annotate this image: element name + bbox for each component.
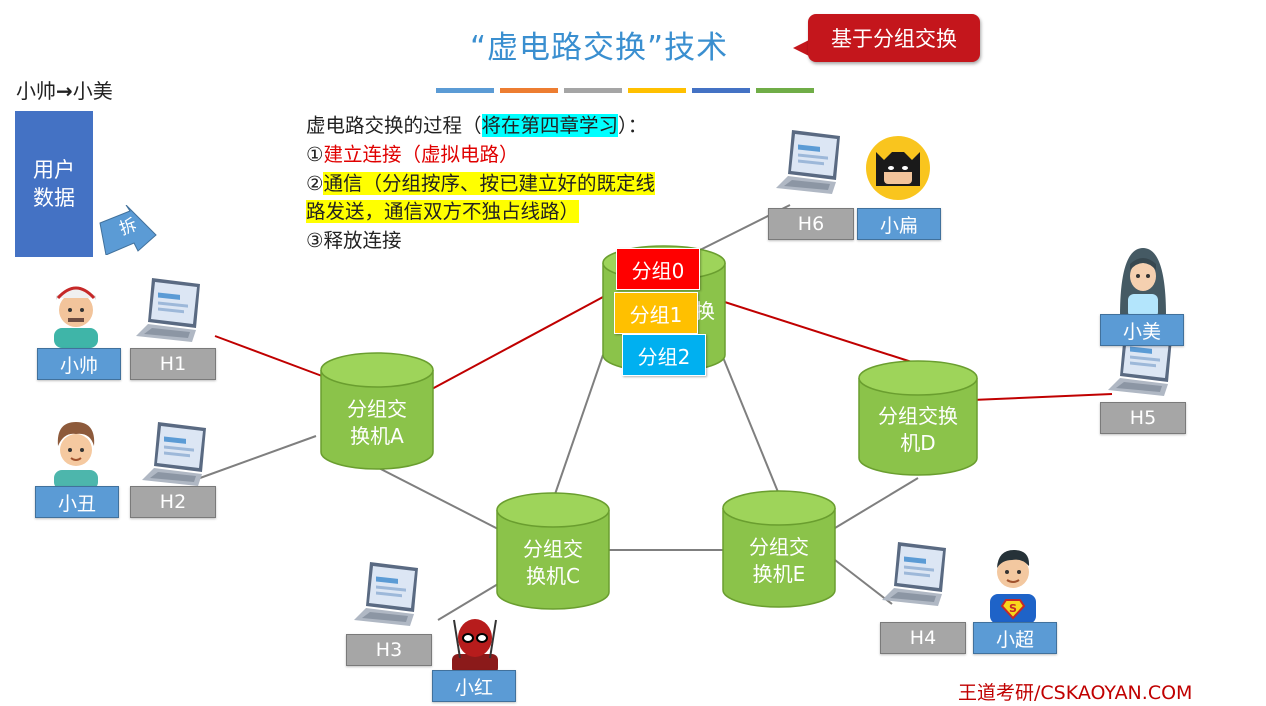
packet-2: 分组2 [622, 334, 706, 376]
user-label-xiaochao: 小超 [973, 622, 1057, 654]
h6-laptop-icon [776, 130, 840, 194]
link-switch-e-h4 [834, 559, 893, 605]
user-data-line2: 数据 [33, 186, 75, 210]
process-step-3: ③释放连接 [306, 229, 402, 252]
switch-e-label-line2: 换机E [752, 562, 806, 586]
link-switch-b-switch-e [719, 349, 779, 493]
callout-pointer [793, 40, 809, 56]
callout-packet-switching: 基于分组交换 [808, 14, 980, 62]
link-h1-switch-a [214, 335, 323, 377]
h2-laptop-icon [142, 422, 206, 486]
step1-number: ① [306, 143, 324, 166]
process-intro-end: ）： [618, 114, 648, 137]
color-bar-segment [756, 88, 814, 93]
step2-text-line1: 通信（分组按序、按已建立好的既定线 [323, 172, 655, 195]
process-intro-text: 虚电路交换的过程（ [306, 114, 482, 137]
process-step-2-line2: 路发送，通信双方不独占线路） [306, 198, 580, 226]
switch-a-label-line1: 分组交 [347, 397, 407, 421]
sender-name: 小帅 [16, 79, 56, 103]
xiaohong-avatar-icon [452, 619, 498, 674]
h1-laptop-icon [136, 278, 200, 342]
host-label-h5: H5 [1100, 402, 1186, 434]
xiaobian-avatar-icon [866, 136, 930, 200]
host-label-h4: H4 [880, 622, 966, 654]
split-label: 拆 [117, 215, 140, 240]
link-switch-b-switch-c [552, 354, 604, 501]
process-step-1: ①建立连接（虚拟电路） [306, 141, 519, 169]
step1-text: 建立连接（虚拟电路） [323, 143, 519, 166]
switch-a-label: 分组交 换机A [320, 396, 434, 450]
switch-b-label: 换 [695, 299, 715, 323]
link-switch-a-switch-c [374, 465, 501, 531]
user-label-xiaochou: 小丑 [35, 486, 119, 518]
user-data-block: 用户 数据 [15, 111, 93, 257]
receiver-name: 小美 [72, 79, 113, 103]
user-label-xiaobian: 小扁 [857, 208, 941, 240]
user-data-line1: 用户 [33, 158, 75, 182]
h4-laptop-icon [882, 542, 946, 606]
switch-d-label-line1: 分组交换 [878, 404, 958, 428]
color-bar-segment [692, 88, 750, 93]
switch-a-cylinder [320, 352, 434, 470]
sender-receiver-label: 小帅→小美 [16, 75, 113, 104]
link-switch-e-switch-d [834, 477, 919, 529]
split-arrow-icon: 拆 [99, 205, 157, 255]
xiaoshuai-avatar-icon [54, 286, 98, 348]
footer-watermark: 王道考研/CSKAOYAN.COM [958, 682, 1193, 704]
link-switch-b-switch-d [705, 295, 919, 365]
page-title: “虚电路交换”技术 [470, 30, 729, 66]
host-label-h1: H1 [130, 348, 216, 380]
link-switch-a-switch-b [429, 289, 617, 391]
switch-c-label-line1: 分组交 [523, 537, 583, 561]
link-h2-switch-a [199, 435, 317, 479]
switch-c-cylinder [496, 492, 610, 610]
user-label-xiaohong: 小红 [432, 670, 516, 702]
color-bar-segment [628, 88, 686, 93]
packet-0: 分组0 [616, 248, 700, 290]
step2-number: ② [306, 172, 324, 195]
arrow-right-icon: → [56, 79, 73, 103]
xiaochao-avatar-icon: S [990, 550, 1036, 624]
switch-c-label: 分组交 换机C [496, 536, 610, 590]
switch-d-label: 分组交换 机D [858, 403, 978, 457]
user-label-xiaomei: 小美 [1100, 314, 1184, 346]
switch-e-label-line1: 分组交 [749, 535, 809, 559]
h3-laptop-icon [354, 562, 418, 626]
switch-e-label: 分组交 换机E [722, 534, 836, 588]
link-switch-d-h5 [971, 393, 1113, 401]
switch-e-cylinder [722, 490, 836, 608]
host-label-h2: H2 [130, 486, 216, 518]
process-intro: 虚电路交换的过程（将在第四章学习）： [306, 112, 647, 140]
color-bar-segment [500, 88, 558, 93]
step2-text-line2: 路发送，通信双方不独占线路） [306, 200, 580, 223]
host-label-h6: H6 [768, 208, 854, 240]
switch-d-cylinder [858, 360, 978, 476]
process-intro-highlight: 将在第四章学习 [481, 114, 619, 137]
switch-d-label-line2: 机D [900, 431, 936, 455]
packet-1: 分组1 [614, 292, 698, 334]
switch-a-label-line2: 换机A [350, 424, 404, 448]
host-label-h3: H3 [346, 634, 432, 666]
xiaochou-avatar-icon [54, 422, 98, 490]
switch-c-label-line2: 换机C [526, 564, 580, 588]
link-h3-switch-c [437, 583, 499, 621]
svg-text:S: S [1009, 602, 1017, 615]
color-bar-segment [436, 88, 494, 93]
user-label-xiaoshuai: 小帅 [37, 348, 121, 380]
process-step-2-line1: ②通信（分组按序、按已建立好的既定线 [306, 170, 655, 198]
xiaomei-avatar-icon [1120, 248, 1166, 318]
color-bar-segment [564, 88, 622, 93]
